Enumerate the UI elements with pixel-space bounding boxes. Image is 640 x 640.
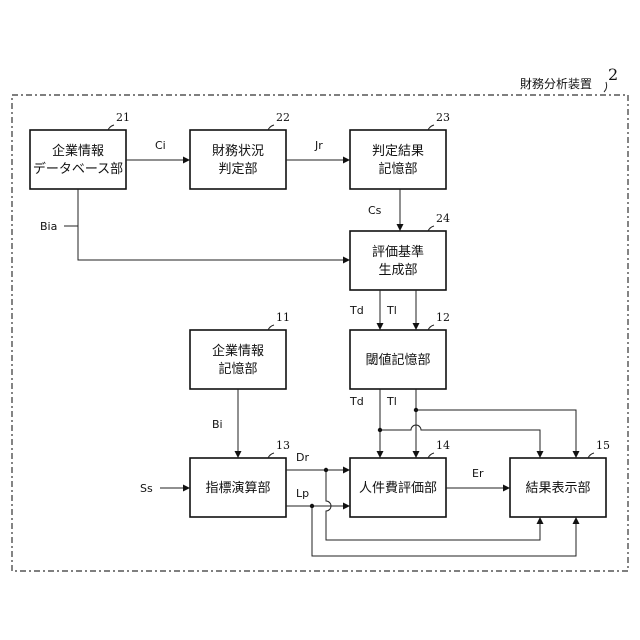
block-result-display: 結果表示部 <box>510 458 606 517</box>
block-company-info-storage: 企業情報 記憶部 <box>190 330 286 389</box>
svg-text:記憶部: 記憶部 <box>218 361 257 377</box>
ref-number-15: 15 <box>596 439 610 452</box>
signal-er: Er <box>472 467 484 480</box>
block-threshold-storage: 閾値記憶部 <box>350 330 446 389</box>
svg-text:判定結果: 判定結果 <box>372 144 424 159</box>
block-personnel-cost-evaluation: 人件費評価部 <box>350 458 446 517</box>
signal-cs: Cs <box>368 204 382 217</box>
block-financial-status-judgment: 財務状況 判定部 <box>190 130 286 189</box>
signal-bi: Bi <box>212 418 223 431</box>
svg-text:生成部: 生成部 <box>378 263 417 278</box>
block-company-database: 企業情報 データベース部 <box>30 130 126 189</box>
signal-dr: Dr <box>296 451 309 464</box>
signal-lp: Lp <box>296 487 309 500</box>
ref-number-23: 23 <box>436 111 450 124</box>
svg-text:結果表示部: 結果表示部 <box>525 481 590 496</box>
ref-number-12: 12 <box>436 311 450 324</box>
ref-number-24: 24 <box>436 212 450 225</box>
svg-text:閾値記憶部: 閾値記憶部 <box>365 352 430 368</box>
system-ref-leader <box>604 82 607 92</box>
svg-text:人件費評価部: 人件費評価部 <box>359 481 437 496</box>
svg-text:データベース部: データベース部 <box>33 161 123 177</box>
arrow-bia <box>78 189 350 260</box>
svg-text:記憶部: 記憶部 <box>378 161 417 177</box>
signal-tl-upper: Tl <box>386 304 397 317</box>
svg-text:企業情報: 企業情報 <box>52 143 104 159</box>
svg-text:指標演算部: 指標演算部 <box>205 480 270 496</box>
svg-text:評価基準: 評価基準 <box>372 244 424 260</box>
signal-td-upper: Td <box>349 304 364 317</box>
block-evaluation-criteria-generator: 評価基準 生成部 <box>350 231 446 290</box>
svg-text:財務状況: 財務状況 <box>212 144 264 159</box>
ref-number-22: 22 <box>276 111 290 124</box>
ref-number-13: 13 <box>276 439 290 452</box>
block-judgment-result-storage: 判定結果 記憶部 <box>350 130 446 189</box>
system-name: 財務分析装置 <box>520 76 592 91</box>
signal-td-lower: Td <box>349 395 364 408</box>
signal-ci: Ci <box>155 139 166 152</box>
signal-tl-lower: Tl <box>386 395 397 408</box>
signal-jr: Jr <box>314 139 323 152</box>
system-ref-number: 2 <box>608 65 618 84</box>
block-indicator-calculation: 指標演算部 <box>190 458 286 517</box>
signal-bia: Bia <box>40 220 57 233</box>
signal-ss: Ss <box>140 482 153 495</box>
ref-number-21: 21 <box>116 111 130 124</box>
arrow-td-to-display <box>380 425 540 458</box>
svg-text:判定部: 判定部 <box>218 162 257 177</box>
ref-number-11: 11 <box>276 311 290 324</box>
svg-text:企業情報: 企業情報 <box>212 343 264 359</box>
ref-number-14: 14 <box>436 439 450 452</box>
